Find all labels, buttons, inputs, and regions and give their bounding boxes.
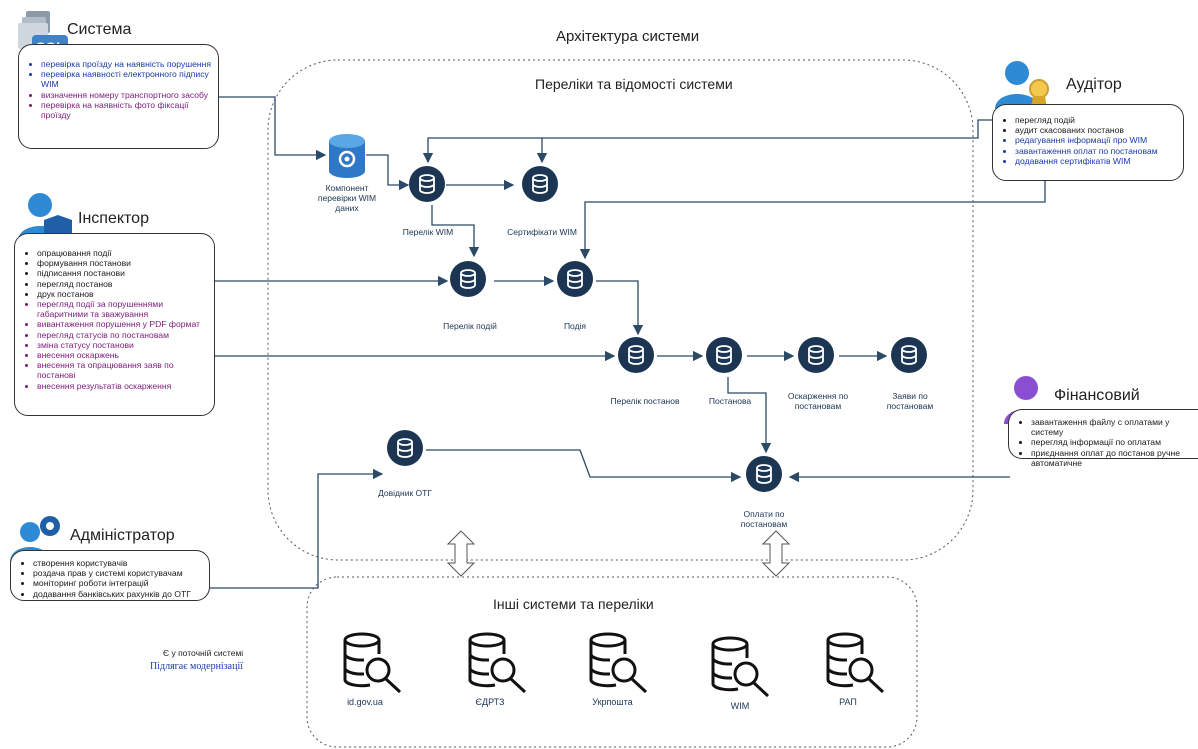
external-system-label: РАП [839,697,857,707]
auditor-item: перегляд подій [1015,115,1183,125]
inspector-item: опрацювання події [37,248,214,258]
system-item: перевірка на наявність фото фіксації про… [41,100,218,120]
inspector-item: вивантаження порушення у PDF формат [37,319,214,329]
inspector-item: зміна статусу постанови [37,340,214,350]
external-db-search-icon [586,632,656,694]
otg-label: Довідник ОТГ [378,488,432,498]
bidirectional-arrow-left [446,530,476,577]
wire-component-to-wim-list [366,154,410,191]
system-item: перевірка наявності електронного підпису… [41,69,218,89]
other-systems-container [306,576,918,748]
fin-item: завантаження файлу с оплатами у систему [1031,417,1181,437]
bidirectional-arrow-right [761,530,791,577]
event-label: Подія [563,321,587,331]
wim-check-component-icon [327,133,367,179]
wim-list-node[interactable] [409,166,445,202]
events-list-node[interactable] [450,261,486,297]
wire-wim-list-to-events [431,205,480,258]
fin-auditor-role-box: завантаження файлу с оплатами у систему … [1008,409,1198,468]
wim-certs-label: Сертифікати WIM [507,227,577,237]
legend-upgrade: Підлягає модернізації [150,661,244,672]
admin-item: роздача прав у системі користувачам [33,568,209,578]
wim-check-label: Компонент перевірки WIM даних [317,183,377,213]
external-db-search-icon [340,632,410,694]
external-system-label: ЄДРТЗ [475,697,505,707]
claims-node[interactable] [891,337,927,373]
inspector-role-box: опрацювання події формування постанови п… [14,233,215,416]
auditor-role-title: Аудітор [1066,76,1122,93]
wire-auditor-to-event [579,155,1046,260]
external-db-search-icon [465,632,535,694]
inspector-role-title: Інспектор [78,210,149,227]
wire-system-to-component [218,96,327,161]
inspector-item: перегляд постанов [37,279,214,289]
inspector-item: внесення оскаржень [37,350,214,360]
wim-certs-node[interactable] [522,166,558,202]
other-zone-title: Інші системи та переліки [493,596,654,612]
wim-list-label: Перелік WIM [402,227,454,237]
fin-item: перегляд інформації по оплатам [1031,437,1198,447]
appeals-node[interactable] [798,337,834,373]
inspector-item: формування постанови [37,258,214,268]
auditor-item: додавання сертифікатів WIM [1015,156,1183,166]
event-node[interactable] [557,261,593,297]
wire-admin-to-otg [210,468,384,589]
fin-item: приєднання оплат до постанов ручне автом… [1031,448,1197,468]
inner-zone-title: Переліки та відомості системи [535,76,733,92]
payments-label: Оплати по постановам [740,509,788,529]
admin-item: додавання банківських рахунків до ОТГ [33,589,209,599]
system-role-box: перевірка проїзду на наявність порушення… [18,44,219,149]
appeals-label: Оскарження по постановам [787,391,849,411]
auditor-item: завантаження оплат по постановам [1015,146,1183,156]
claims-label: Заяви по постановам [886,391,934,411]
auditor-item: редагування інформації про WIM [1015,135,1183,145]
system-item: перевірка проїзду на наявність порушення [41,59,218,69]
system-lists-container [267,59,974,561]
admin-item: моніторинг роботи інтеграцій [33,578,209,588]
system-role-title: Система [67,21,132,38]
decision-label: Постанова [708,396,752,406]
otg-node[interactable] [387,430,423,466]
external-db-search-icon [708,636,778,698]
wire-decision-to-payments [727,377,772,454]
inspector-item: підписання постанови [37,268,214,278]
decision-node[interactable] [706,337,742,373]
events-list-label: Перелік подій [443,321,497,331]
external-system-label: id.gov.ua [347,697,383,707]
external-db-search-icon [823,632,893,694]
wire-auditor-to-wim-list [422,119,992,164]
external-system-label: WIM [730,701,750,711]
payments-node[interactable] [746,456,782,492]
admin-role-title: Адміністратор [70,527,175,544]
wire-event-to-decisions [596,280,644,336]
admin-item: створення користувачів [33,558,209,568]
legend-existing: Є у поточній системі [163,648,244,658]
auditor-item: аудит скасованих постанов [1015,125,1183,135]
diagram-title: Архітектура системи [556,28,700,45]
inspector-item: друк постанов [37,289,214,299]
inspector-item: перегляд статусів по постановам [37,330,214,340]
inspector-item: внесення результатів оскарження [37,381,214,391]
decisions-list-node[interactable] [618,337,654,373]
external-system-label: Укрпошта [592,697,633,707]
decisions-list-label: Перелік постанов [610,396,680,406]
admin-role-box: створення користувачів роздача прав у си… [10,550,210,601]
inspector-item: внесення та опрацювання заяв по постанов… [37,360,214,380]
auditor-role-box: перегляд подій аудит скасованих постанов… [992,104,1184,181]
wire-otg-to-payments [426,449,742,483]
inspector-item: перегляд події за порушеннями габаритним… [37,299,214,319]
system-item: визначення номеру транспортного засобу [41,90,218,100]
